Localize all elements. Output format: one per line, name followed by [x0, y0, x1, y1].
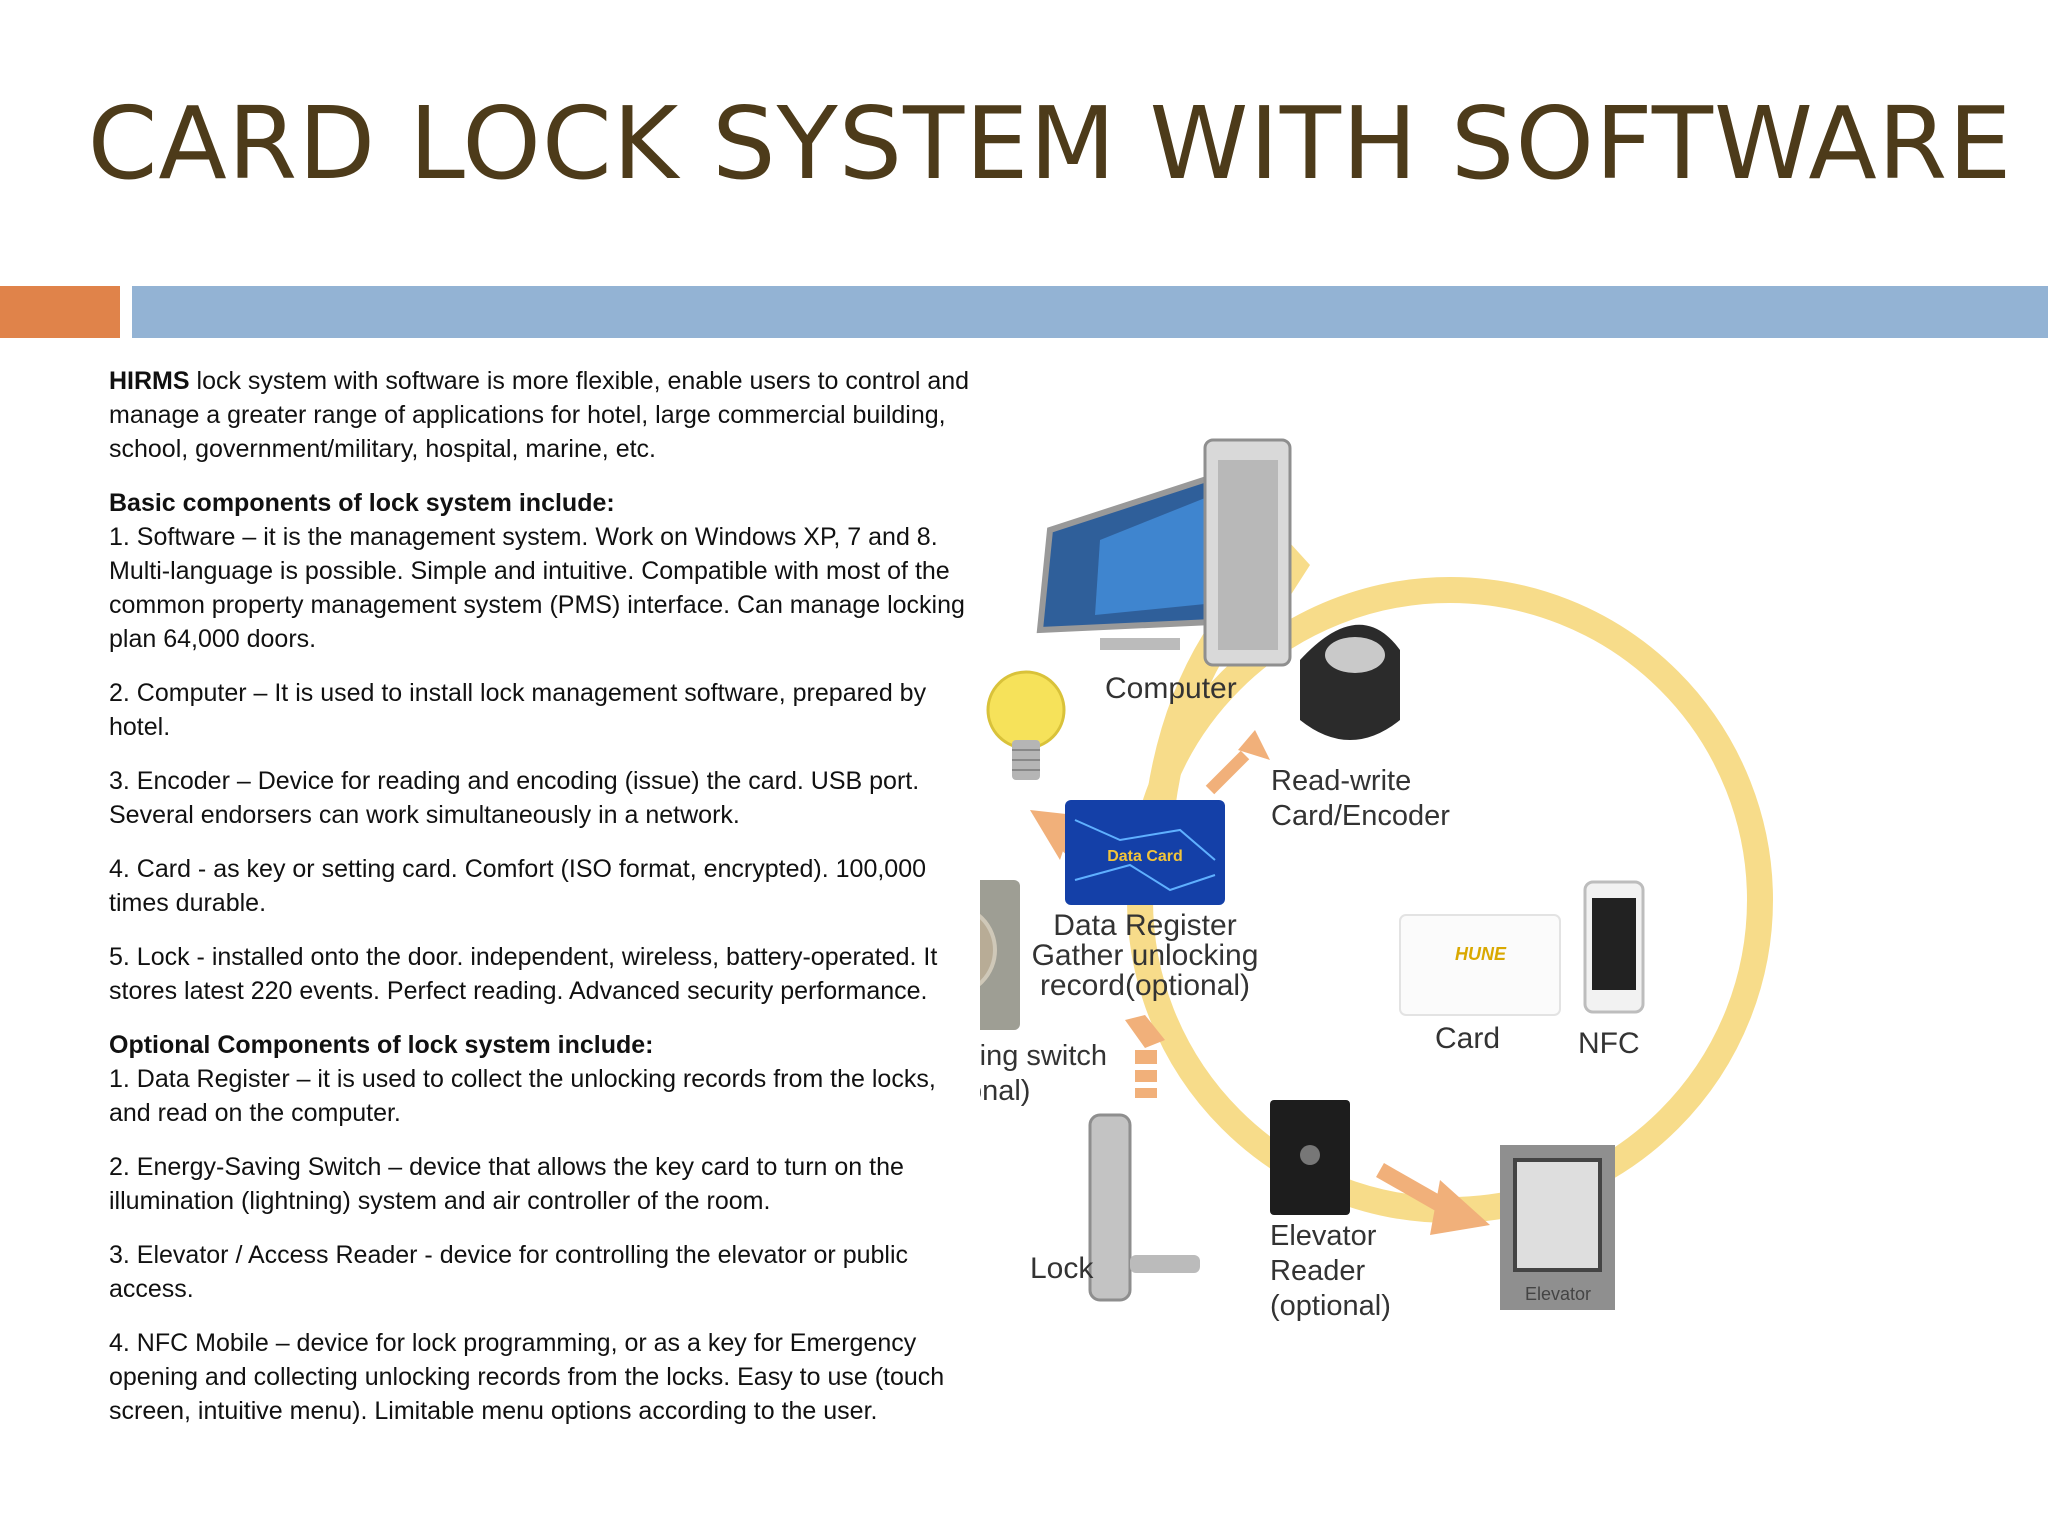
optional-item-nfc-mobile: 4. NFC Mobile – device for lock programm… — [109, 1329, 945, 1425]
door-lock-icon — [1088, 1113, 1200, 1302]
optional-item-energy-switch: 2. Energy-Saving Switch – device that al… — [109, 1153, 904, 1215]
label-data-register-line1: Data Register — [1053, 909, 1236, 942]
label-elevator-line2: Reader — [1270, 1255, 1365, 1287]
label-elevator-line1: Elevator — [1270, 1220, 1377, 1252]
optional-item-elevator-reader: 3. Elevator / Access Reader - device for… — [109, 1241, 909, 1303]
basic-heading: Basic components of lock system include: — [109, 489, 615, 517]
basic-section: Basic components of lock system include:… — [109, 486, 979, 656]
label-energy-line1: Energy-saving switch — [980, 1040, 1107, 1072]
basic-item-encoder: 3. Encoder – Device for reading and enco… — [109, 767, 920, 829]
text-column: HIRMS lock system with software is more … — [109, 364, 979, 1448]
label-encoder-line1: Read-write — [1271, 765, 1411, 797]
nfc-phone-icon — [1583, 880, 1645, 1014]
label-card: Card — [1435, 1022, 1500, 1055]
computer-icon — [1036, 438, 1292, 667]
label-lock: Lock — [1030, 1252, 1094, 1285]
intro-text: lock system with software is more flexib… — [109, 367, 970, 463]
label-data-register-line2: Gather unlocking — [1032, 939, 1259, 972]
energy-switch-icon — [980, 880, 1020, 1030]
basic-item-software: 1. Software – it is the management syste… — [109, 523, 965, 653]
elevator-reader-icon — [1270, 1100, 1350, 1215]
elevator-sign-icon — [1500, 1145, 1615, 1310]
arrow-to-elevator-icon — [1376, 1163, 1490, 1235]
data-card-icon — [1065, 800, 1225, 905]
label-data-register-line3: record(optional) — [1040, 969, 1250, 1002]
accent-bar-blue — [132, 286, 2048, 338]
arrow-to-data-register-icon — [1125, 1015, 1165, 1098]
optional-item-data-register: 1. Data Register – it is used to collect… — [109, 1065, 936, 1127]
access-card-icon — [1399, 914, 1561, 1016]
basic-item-card: 4. Card - as key or setting card. Comfor… — [109, 855, 927, 917]
light-bulb-icon — [986, 670, 1066, 780]
optional-heading: Optional Components of lock system inclu… — [109, 1031, 654, 1059]
data-card-label: Data Card — [1107, 848, 1183, 865]
intro-paragraph: HIRMS lock system with software is more … — [109, 364, 979, 466]
arrow-to-encoder-icon — [1205, 730, 1270, 795]
label-encoder-line2: Card/Encoder — [1271, 800, 1450, 832]
card-brand-text: HUNE — [1455, 944, 1507, 964]
system-diagram: Computer Read-write Card/Encoder Data Ca… — [980, 420, 1980, 1340]
card-encoder-icon — [1300, 624, 1400, 740]
brand-name: HIRMS — [109, 367, 190, 395]
optional-section: Optional Components of lock system inclu… — [109, 1028, 979, 1130]
label-energy-line2: (optional) — [980, 1075, 1030, 1107]
basic-item-computer: 2. Computer – It is used to install lock… — [109, 679, 927, 741]
page-title: CARD LOCK SYSTEM WITH SOFTWARE — [87, 85, 2013, 202]
basic-item-lock: 5. Lock - installed onto the door. indep… — [109, 943, 938, 1005]
elevator-sign-label: Elevator — [1525, 1284, 1591, 1304]
label-nfc: NFC — [1578, 1027, 1640, 1060]
accent-bar-orange — [0, 286, 120, 338]
label-elevator-line3: (optional) — [1270, 1290, 1391, 1322]
label-computer: Computer — [1105, 672, 1237, 705]
